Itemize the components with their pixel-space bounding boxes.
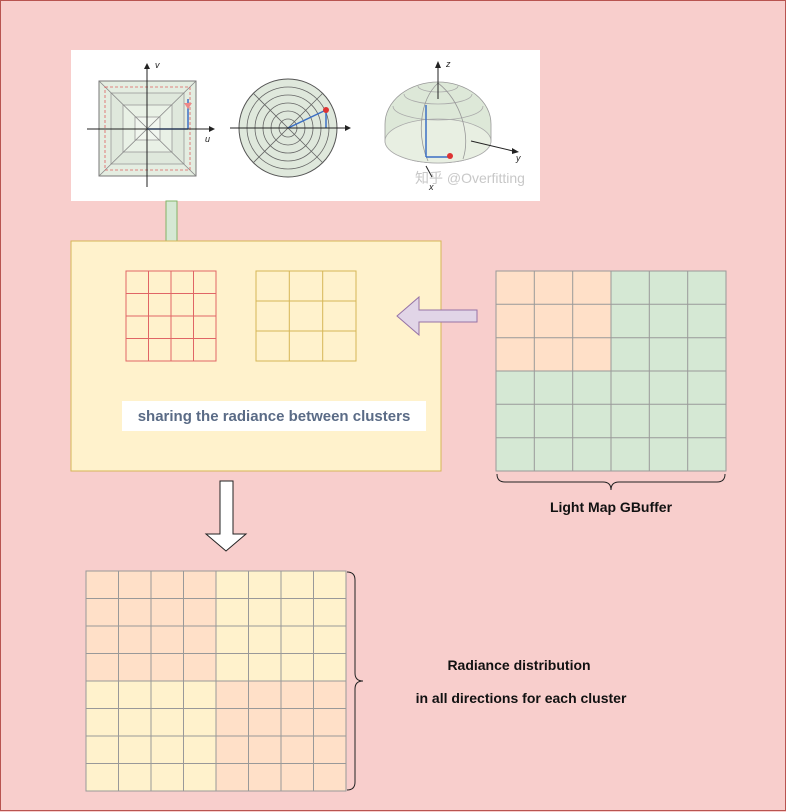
down-arrow-white — [204, 480, 248, 552]
distribution-label-line1: Radiance distribution — [447, 657, 590, 673]
gbuffer-brace — [496, 473, 726, 491]
gbuffer-grid — [495, 270, 727, 472]
distribution-brace — [346, 571, 364, 791]
cluster-label-box — [122, 401, 426, 431]
axis-z-label: z — [445, 59, 451, 69]
square-map-figure: v u — [87, 60, 215, 187]
watermark: 知乎 @Overfitting — [415, 170, 525, 186]
axis-y-label: y — [515, 153, 521, 163]
red-grid — [125, 270, 217, 362]
axis-v-label: v — [155, 60, 160, 70]
axis-x-label: x — [428, 182, 434, 192]
gbuffer-label: Light Map GBuffer — [550, 499, 673, 515]
projection-figure: v u — [71, 50, 540, 201]
distribution-label-line2: in all directions for each cluster — [416, 690, 627, 706]
cluster-box: sharing the radiance between clusters — [70, 240, 442, 472]
cluster-label: sharing the radiance between clusters — [138, 408, 411, 425]
left-arrow-purple — [396, 295, 478, 337]
gold-grid — [255, 270, 357, 362]
distribution-grid — [85, 570, 347, 792]
hemisphere-figure: z y x 知乎 @Overfitting — [384, 59, 525, 192]
polar-map-figure — [230, 78, 351, 178]
axis-u-label: u — [205, 134, 210, 144]
